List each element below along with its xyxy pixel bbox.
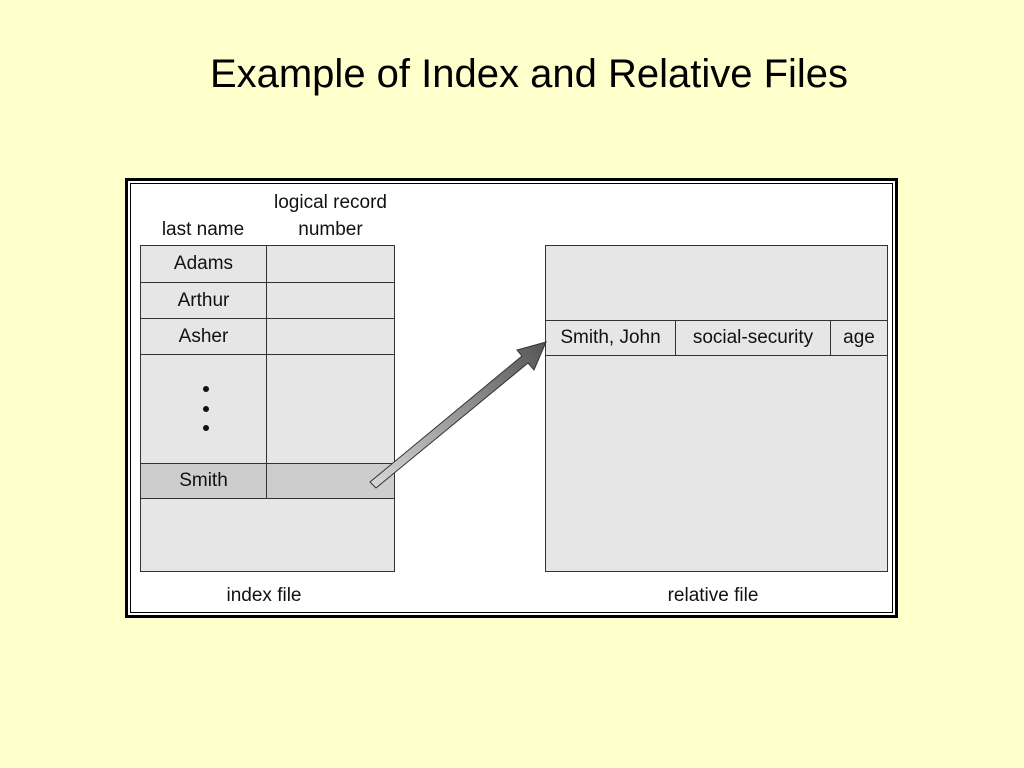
index-row-record-number — [266, 245, 395, 283]
index-row-record-number — [266, 282, 395, 319]
index-row-record-number — [266, 318, 395, 355]
relative-record-field-age: age — [830, 320, 888, 356]
index-file-caption: index file — [226, 585, 302, 606]
relative-file-caption: relative file — [667, 585, 759, 606]
relative-file-table — [545, 245, 888, 572]
index-row-name: Arthur — [140, 282, 267, 319]
index-row-name-highlighted: Smith — [140, 463, 267, 499]
relative-record-field-ssn: social-security — [675, 320, 831, 356]
index-row-name: Adams — [140, 245, 267, 283]
index-header-record-line1: logical record — [274, 192, 387, 213]
index-row-name: Asher — [140, 318, 267, 355]
slide-title: Example of Index and Relative Files — [209, 52, 849, 96]
index-header-record-line2: number — [298, 219, 363, 240]
index-ellipsis-record-cell — [266, 354, 395, 464]
index-row-record-number-highlighted — [266, 463, 395, 499]
relative-record-field-name: Smith, John — [545, 320, 676, 356]
index-header-last-name: last name — [161, 219, 245, 240]
